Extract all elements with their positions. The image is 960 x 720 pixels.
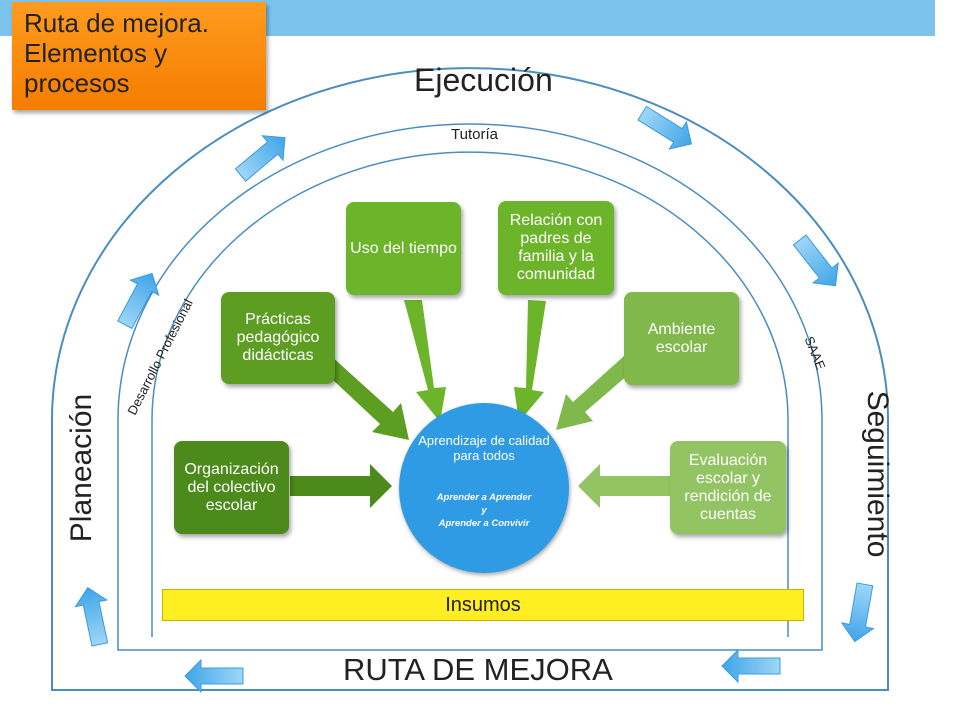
arrow-icon	[404, 300, 446, 422]
arrow-icon	[229, 124, 296, 188]
arrow-icon	[184, 659, 244, 693]
inner-arch	[151, 151, 789, 637]
ambiente-box: Ambiente escolar	[624, 292, 739, 385]
ruta-label: RUTA DE MEJORA	[343, 652, 613, 687]
insumos-bar: Insumos	[162, 589, 804, 621]
center-subtitle: Aprender a Aprender y Aprender a Convivi…	[414, 491, 554, 530]
title-box: Ruta de mejora. Elementos y procesos	[12, 2, 266, 110]
tutoria-label: Tutoría	[451, 126, 498, 143]
arrow-icon	[721, 649, 781, 683]
arrow-icon	[633, 99, 701, 158]
arrow-icon	[838, 581, 882, 645]
relacion-box: Relación con padres de familia y la comu…	[498, 201, 614, 295]
ejecucion-label: Ejecución	[414, 62, 553, 98]
center-line: Aprender a Convivir	[438, 518, 530, 529]
outer-arch	[51, 67, 889, 691]
title-line: Elementos y	[24, 38, 168, 68]
arrow-icon	[786, 229, 849, 296]
center-circle: Aprendizaje de calidad para todos Aprend…	[399, 403, 569, 573]
practicas-box: Prácticas pedagógico didácticas	[221, 292, 335, 384]
arrow-icon	[556, 356, 636, 430]
arrow-icon	[290, 464, 392, 508]
uso-box: Uso del tiempo	[346, 202, 461, 295]
center-line: Aprender a Aprender	[436, 492, 532, 503]
middle-arch	[117, 123, 823, 651]
center-title: Aprendizaje de calidad para todos	[418, 433, 550, 463]
title-line: procesos	[24, 68, 130, 98]
center-line: y	[481, 505, 487, 516]
arrow-icon	[578, 464, 670, 508]
title-line: Ruta de mejora.	[24, 8, 209, 38]
arrow-icon	[318, 355, 409, 440]
arrow-icon	[514, 300, 546, 422]
seguimiento-label: Seguimiento	[861, 390, 894, 558]
arrow-icon	[71, 583, 116, 649]
planeacion-label: Planeación	[65, 393, 98, 543]
organizacion-box: Organización del colectivo escolar	[174, 441, 289, 534]
evaluacion-box: Evaluación escolar y rendición de cuenta…	[670, 441, 786, 534]
